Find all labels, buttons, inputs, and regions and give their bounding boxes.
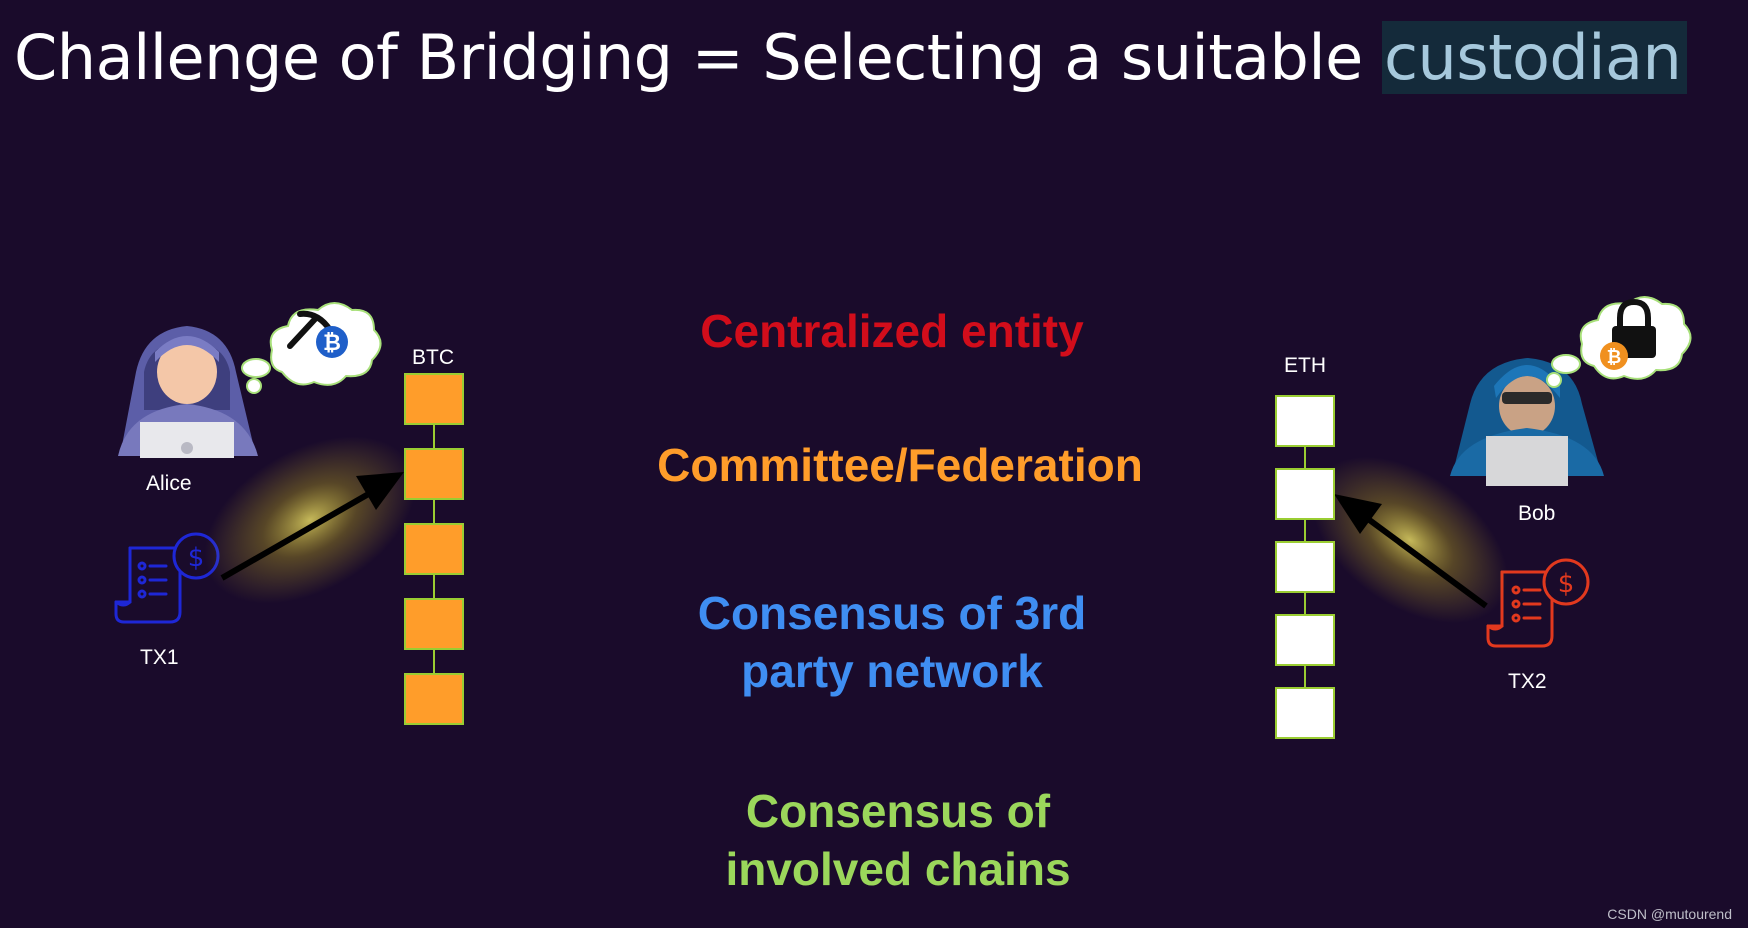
footer-credit: CSDN @mutourend: [1607, 906, 1732, 922]
alice-label: Alice: [146, 472, 192, 495]
alice-thought-cloud-icon: ₿: [241, 302, 382, 394]
bob-label: Bob: [1518, 502, 1556, 525]
btc-block: [404, 448, 464, 500]
tx2-label: TX2: [1508, 670, 1547, 693]
option-centralized-entity: Centralized entity: [700, 305, 1084, 357]
svg-text:₿: ₿: [323, 331, 341, 356]
slide-title: Challenge of Bridging = Selecting a suit…: [14, 18, 1688, 98]
tx2-receipt-icon: $: [1486, 558, 1590, 648]
btc-block: [404, 373, 464, 425]
title-highlight: custodian: [1381, 21, 1688, 94]
bob-avatar-icon: [1450, 358, 1604, 486]
svg-text:$: $: [1558, 569, 1575, 599]
tx2-arrow-icon: [1334, 494, 1488, 609]
eth-block: [1275, 541, 1335, 593]
svg-text:$: $: [188, 543, 205, 573]
btc-chain-label: BTC: [412, 346, 454, 369]
tx2-glow: [1312, 456, 1508, 624]
btc-chain: [404, 373, 464, 725]
eth-block: [1275, 395, 1335, 447]
bob-thought-cloud-icon: ₿: [1546, 296, 1692, 388]
btc-block: [404, 673, 464, 725]
option-involved-chains-consensus: Consensus of involved chains: [725, 785, 1071, 895]
option-committee-federation: Committee/Federation: [657, 439, 1143, 491]
btc-block: [404, 523, 464, 575]
eth-chain: [1275, 395, 1335, 739]
tx1-arrow-icon: [220, 472, 404, 581]
option-third-party-consensus: Consensus of 3rd party network: [697, 587, 1087, 697]
eth-chain-label: ETH: [1284, 354, 1326, 377]
tx1-label: TX1: [140, 646, 179, 669]
alice-avatar-icon: [118, 326, 258, 458]
eth-block: [1275, 687, 1335, 739]
svg-text:₿: ₿: [1607, 347, 1622, 368]
btc-block: [404, 598, 464, 650]
eth-block: [1275, 614, 1335, 666]
eth-block: [1275, 468, 1335, 520]
tx1-receipt-icon: $: [114, 532, 220, 624]
title-main: Challenge of Bridging = Selecting a suit…: [14, 21, 1382, 94]
